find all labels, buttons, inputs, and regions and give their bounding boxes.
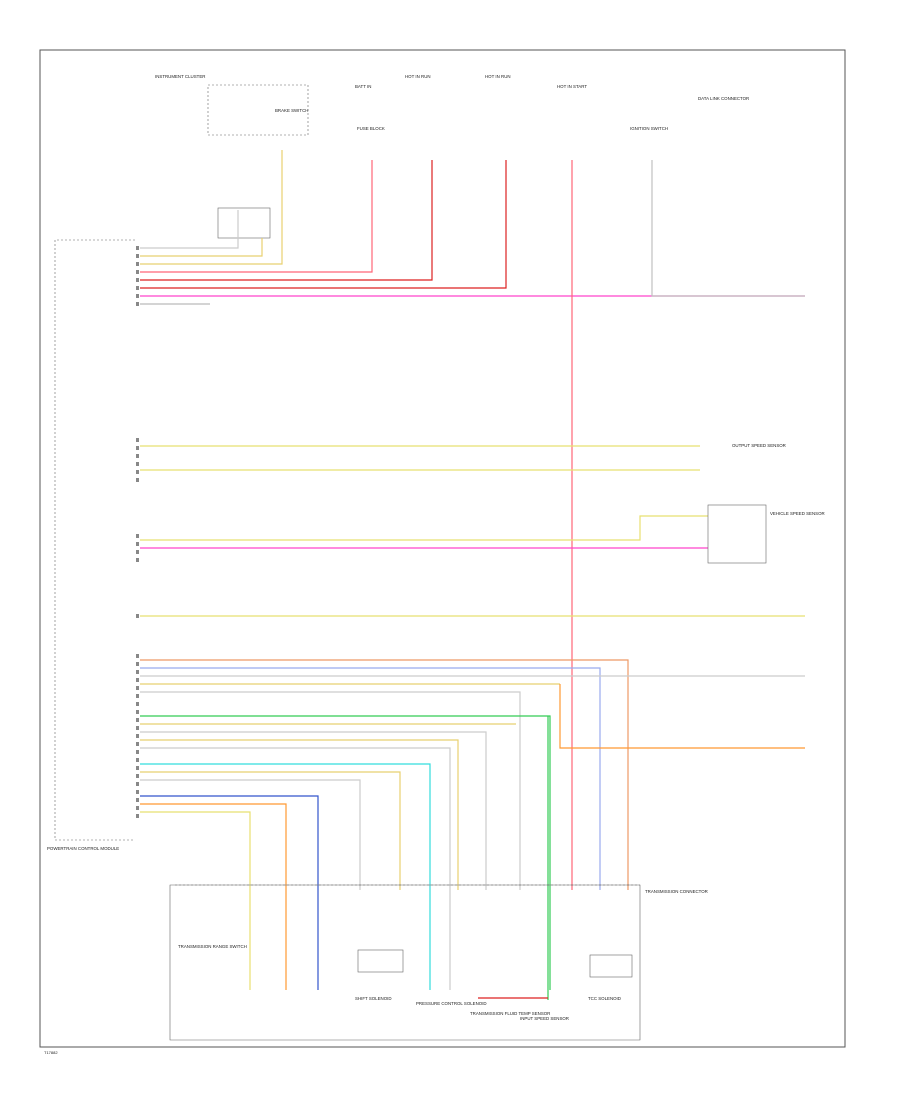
connector-pin: [136, 758, 139, 762]
connector-pin: [136, 438, 139, 442]
wire-trace: [140, 160, 507, 289]
connector-pin: [136, 766, 139, 770]
input-speed-label: INPUT SPEED SENSOR: [520, 1016, 569, 1021]
connector-pin: [136, 670, 139, 674]
connector-pin: [136, 294, 139, 298]
connector-pin: [136, 718, 139, 722]
wire-trace: [140, 763, 431, 990]
connector-pin: [136, 806, 139, 810]
connector-pin: [136, 254, 139, 258]
connector-pin: [136, 798, 139, 802]
wire-trace: [559, 684, 805, 749]
trans-range-label: TRANSMISSION RANGE SWITCH: [178, 944, 247, 949]
transmission-box: [169, 884, 641, 1041]
top-connector: [217, 207, 271, 239]
connector-pin: [136, 678, 139, 682]
trans-fluid-temp-label: TRANSMISSION FLUID TEMP SENSOR: [470, 1011, 550, 1016]
connector-pin: [136, 750, 139, 754]
wire-trace: [140, 160, 373, 273]
connector-pin: [136, 790, 139, 794]
tcc-solenoid-box: [589, 954, 633, 978]
instrument-cluster-box: [207, 84, 309, 136]
fuse-batt-label: BATT IN: [355, 84, 371, 89]
wire-trace: [140, 779, 361, 890]
wire-trace: [140, 731, 487, 890]
connector-pin: [136, 302, 139, 306]
connector-pin: [136, 614, 139, 618]
connector-pin: [136, 278, 139, 282]
wire-trace: [140, 715, 551, 990]
connector-pin: [136, 814, 139, 818]
wire-trace: [140, 160, 433, 281]
wire-trace: [140, 667, 601, 890]
figure-code: T17882: [44, 1050, 58, 1055]
wire-trace: [140, 739, 459, 890]
ignition-switch-label: IGNITION SWITCH: [630, 126, 668, 131]
data-link-label: DATA LINK CONNECTOR: [698, 96, 749, 101]
connector-pin: [136, 662, 139, 666]
connector-pin: [136, 726, 139, 730]
connector-pin: [136, 694, 139, 698]
wire-trace: [140, 691, 521, 890]
connector-pin: [136, 462, 139, 466]
diagram-frame: [39, 49, 846, 1048]
wire-trace: [140, 515, 708, 541]
wire-trace: [140, 747, 451, 990]
instrument-cluster-label: INSTRUMENT CLUSTER: [155, 74, 205, 79]
connector-pin: [136, 262, 139, 266]
output-speed-sensor-label: OUTPUT SPEED SENSOR: [732, 443, 786, 448]
ecm-box-outline: [54, 239, 135, 841]
connector-pin: [136, 270, 139, 274]
pressure-control-label: PRESSURE CONTROL SOLENOID: [416, 1001, 487, 1006]
connector-pin: [136, 782, 139, 786]
brake-switch-label: BRAKE SWITCH: [275, 108, 308, 113]
wire-trace: [140, 795, 319, 990]
connector-pin: [136, 734, 139, 738]
wires-group: [136, 150, 805, 1000]
fuse-hot-run-label: HOT IN RUN: [405, 74, 431, 79]
wire-trace: [140, 771, 401, 890]
connector-pin: [136, 470, 139, 474]
vehicle-speed-sensor-label: VEHICLE SPEED SENSOR: [770, 511, 825, 516]
connector-pin: [136, 550, 139, 554]
connector-pin: [136, 454, 139, 458]
shift-solenoid-label: SHIFT SOLENOID: [355, 996, 392, 1001]
shift-solenoid-box: [357, 949, 404, 973]
connector-pin: [136, 542, 139, 546]
connector-pin: [136, 710, 139, 714]
connector-pin: [136, 702, 139, 706]
connector-pin: [136, 534, 139, 538]
connector-pin: [136, 654, 139, 658]
connector-pin: [136, 478, 139, 482]
wire-trace: [140, 238, 263, 257]
connector-pin: [136, 286, 139, 290]
wire-trace: [140, 811, 251, 990]
wire-trace: [140, 803, 287, 990]
fuse-hot-start-label: HOT IN START: [557, 84, 587, 89]
tcc-solenoid-label: TCC SOLENOID: [588, 996, 621, 1001]
connector-pin: [136, 246, 139, 250]
wire-trace: [140, 150, 283, 265]
connector-pin: [136, 742, 139, 746]
vehicle-speed-sensor-box: [707, 504, 767, 564]
wire-trace: [140, 659, 629, 890]
trans-connector-label: TRANSMISSION CONNECTOR: [645, 889, 708, 894]
connector-pin: [136, 446, 139, 450]
fuse-hot-run2-label: HOT IN RUN: [485, 74, 511, 79]
wire-trace: [651, 160, 805, 297]
ecm-label: POWERTRAIN CONTROL MODULE: [47, 846, 119, 851]
wire-trace: [140, 210, 239, 249]
connector-pin: [136, 774, 139, 778]
connector-pin: [136, 558, 139, 562]
connector-pin: [136, 686, 139, 690]
fuse-block-label: FUSE BLOCK: [357, 126, 385, 131]
